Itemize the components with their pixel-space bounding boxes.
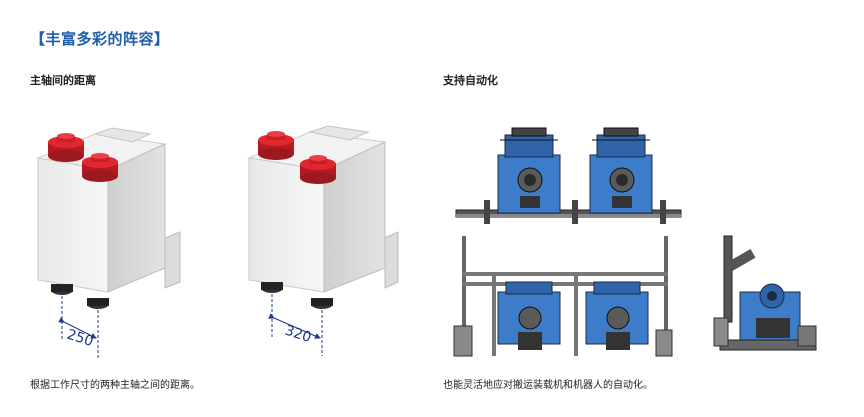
distance-250-label: 250 [65,327,95,350]
spindle-cap-icon [300,155,336,184]
machine-320-illustration: 320 [247,125,399,356]
robot-cell-illustration [713,235,817,351]
machine-250-illustration: 250 [36,127,181,358]
spindle-distance-heading: 主轴间的距离 [30,74,96,87]
gantry-loader-bottom-illustration [453,236,673,357]
gantry-loader-top-illustration [455,127,682,224]
spindle-cap-icon [48,133,84,162]
distance-320-label: 320 [283,323,313,346]
spindle-distance-caption: 根据工作尺寸的两种主轴之间的距离。 [30,380,200,391]
section-title: 【丰富多彩的阵容】 [30,30,170,48]
automation-caption: 也能灵活地应对搬运装载机和机器人的自动化。 [443,380,653,391]
spindle-cap-icon [258,131,294,160]
spindle-cap-icon [82,153,118,182]
automation-heading: 支持自动化 [443,74,498,87]
